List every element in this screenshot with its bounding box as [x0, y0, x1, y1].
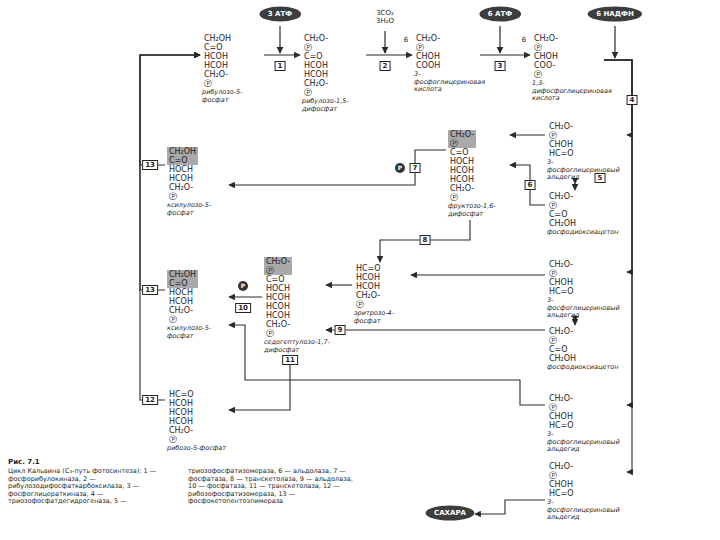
compound-name: ксилулозо-5-фосфат — [167, 325, 227, 340]
compound-name: седогептулозо-1,7-дифосфат — [264, 339, 324, 354]
enzyme-number: 12 — [142, 395, 158, 405]
co2-arrow — [384, 31, 385, 53]
compound: HC=O HCOH HCOH HCOH CH₂O-Ⓟрибозо-5-фосфа… — [165, 388, 229, 455]
reagent-oval: САХАРА — [425, 505, 475, 521]
structural-formula: CH₂O-Ⓟ CHOH HC=O — [547, 260, 576, 296]
compound-name: 1,3-дифосфоглицериновая кислота — [532, 80, 602, 103]
reaction-arrow — [229, 296, 262, 297]
reaction-arrow — [229, 356, 290, 410]
enzyme-number: 9 — [335, 325, 346, 335]
structural-formula: CH₂O-Ⓟ CHOH HC=O — [547, 394, 576, 430]
figure-caption: Цикл Кальвина (C₃-путь фотосинтеза): 1 —… — [8, 468, 358, 506]
structural-formula: CH₂O-Ⓟ CHOH HC=O — [547, 122, 576, 158]
reagent-oval: 6 АТФ — [479, 6, 521, 22]
oval-label: 6 НАДФН — [596, 10, 634, 18]
reagent-oval: 6 НАДФН — [587, 6, 643, 22]
nadph-arrow — [614, 26, 615, 58]
reaction-arrow — [510, 165, 545, 205]
compound: CH₂O-Ⓟ C=O HOCH HCOH HCOH CH₂O-Ⓟфруктозо… — [446, 128, 510, 220]
enzyme-number: 2 — [380, 61, 391, 71]
coefficient: 6 — [404, 36, 408, 44]
structural-formula: CH₂O-Ⓟ CHOH COOH — [414, 34, 442, 70]
compound-name: 3-фосфоглицериновая кислота — [414, 71, 478, 94]
structural-formula: CH₂O-Ⓟ C=O HCOH HCOH CH₂O-Ⓟ — [302, 34, 330, 97]
reaction-arrow — [140, 55, 200, 290]
coefficient: 6 — [522, 36, 526, 44]
compound: CH₂O-Ⓟ CHOH HC=O3-фосфоглицериновый альд… — [545, 460, 627, 524]
compound: CH₂O-Ⓟ CHOH COO-Ⓟ1,3-дифосфоглицериновая… — [530, 32, 604, 105]
structural-formula: CH₂O-Ⓟ C=O HOCH HCOH HCOH HCOH CH₂O-Ⓟ — [264, 257, 292, 338]
enzyme-number: 11 — [282, 355, 298, 365]
compound: CH₂O-Ⓟ CHOH COOH3-фосфоглицериновая кисл… — [412, 32, 480, 96]
compound-name: 3-фосфоглицериновый альдегид — [547, 159, 625, 182]
enzyme-number: 4 — [627, 95, 638, 105]
reaction-arrow — [574, 180, 575, 190]
reaction-arrow — [480, 54, 530, 55]
compound: CH₂O-Ⓟ C=O HCOH HCOH CH₂O-Ⓟрибулозо-1,5-… — [300, 32, 366, 115]
structural-formula: HC=O HCOH HCOH HCOH CH₂O-Ⓟ — [167, 390, 196, 444]
structural-formula: CH₂OH C=O HOCH HCOH CH₂O-Ⓟ — [167, 270, 198, 324]
reagent-label: 3CO₂ 3H₂O — [376, 9, 394, 25]
reaction-arrow — [411, 274, 545, 275]
structural-formula: CH₂OH C=O HCOH HCOH CH₂O-Ⓟ — [202, 34, 233, 88]
compound-name: фосфодиоксиацетон — [547, 364, 625, 372]
compound-name: 3-фосфоглицериновый альдегид — [547, 499, 625, 522]
reagent-oval: 3 АТФ — [259, 6, 301, 22]
reaction-arrow — [264, 54, 300, 55]
figure-number: Рис. 7.1 — [8, 458, 40, 466]
compound-name: ксилулозо-5-фосфат — [167, 202, 227, 217]
enzyme-number: 10 — [235, 303, 251, 313]
enzyme-number: 3 — [495, 61, 506, 71]
enzyme-number: 13 — [142, 285, 158, 295]
reaction-arrow — [604, 60, 632, 472]
compound: CH₂OH C=O HOCH HCOH CH₂O-Ⓟксилулозо-5-фо… — [165, 268, 229, 342]
compound-name: фруктозо-1,6-дифосфат — [448, 203, 508, 218]
atp-arrow — [499, 26, 500, 53]
compound-name: 3-фосфоглицериновый альдегид — [547, 297, 625, 320]
enzyme-number: 5 — [595, 173, 606, 183]
structural-formula: CH₂O-Ⓟ C=O HOCH HCOH HCOH CH₂O-Ⓟ — [448, 130, 476, 202]
oval-label: САХАРА — [434, 509, 466, 517]
compound: CH₂OH C=O HOCH HCOH CH₂O-Ⓟксилулозо-5-фо… — [165, 145, 229, 219]
reaction-arrow — [510, 134, 545, 135]
phosphate-circle: P — [395, 163, 405, 173]
enzyme-number: 1 — [275, 61, 286, 71]
compound: CH₂O-Ⓟ CHOH HC=O3-фосфоглицериновый альд… — [545, 258, 627, 322]
compound-name: рибулозо-1,5-дифосфат — [302, 98, 364, 113]
compound-name: рибулозо-5-фосфат — [202, 89, 262, 104]
structural-formula: CH₂O-Ⓟ C=O CH₂OH — [547, 327, 578, 363]
structural-formula: CH₂O-Ⓟ CHOH HC=O — [547, 462, 576, 498]
phosphate-circle: P — [238, 281, 248, 291]
compound: CH₂O-Ⓟ C=O HOCH HCOH HCOH HCOH CH₂O-Ⓟсед… — [262, 255, 326, 356]
compound-name: рибозо-5-фосфат — [167, 445, 227, 453]
compound: CH₂O-Ⓟ CHOH HC=O3-фосфоглицериновый альд… — [545, 392, 627, 456]
enzyme-number: 7 — [410, 163, 421, 173]
compound: CH₂O-Ⓟ CHOH HC=O3-фосфоглицериновый альд… — [545, 120, 627, 184]
compound-name: 3-фосфоглицериновый альдегид — [547, 431, 625, 454]
structural-formula: CH₂O-Ⓟ CHOH COO-Ⓟ — [532, 34, 560, 79]
enzyme-number: 6 — [525, 180, 536, 190]
atp-arrow — [279, 26, 280, 53]
reaction-arrow — [380, 220, 470, 262]
reaction-arrow — [140, 55, 200, 400]
enzyme-number: 13 — [142, 160, 158, 170]
structural-formula: HC=O HCOH HCOH CH₂O-Ⓟ — [354, 264, 383, 309]
enzyme-number: 8 — [420, 235, 431, 245]
reaction-arrow — [475, 500, 545, 514]
compound: HC=O HCOH HCOH CH₂O-Ⓟэритрозо-4-фосфат — [352, 262, 411, 327]
oval-label: 6 АТФ — [488, 10, 512, 18]
compound: CH₂O-Ⓟ C=O CH₂OHфосфодиоксиацетон — [545, 325, 627, 374]
reaction-arrow — [326, 329, 545, 330]
compound: CH₂OH C=O HCOH HCOH CH₂O-Ⓟрибулозо-5-фос… — [200, 32, 264, 106]
reaction-arrow — [366, 54, 412, 55]
structural-formula: CH₂O-Ⓟ C=O CH₂OH — [547, 192, 578, 228]
compound-name: эритрозо-4-фосфат — [354, 310, 409, 325]
compound-name: фосфодиоксиацетон — [547, 229, 625, 237]
structural-formula: CH₂OH C=O HOCH HCOH CH₂O-Ⓟ — [167, 147, 198, 201]
compound: CH₂O-Ⓟ C=O CH₂OHфосфодиоксиацетон — [545, 190, 627, 239]
oval-label: 3 АТФ — [268, 10, 292, 18]
reaction-arrow — [229, 150, 446, 185]
reaction-arrow — [326, 284, 352, 285]
